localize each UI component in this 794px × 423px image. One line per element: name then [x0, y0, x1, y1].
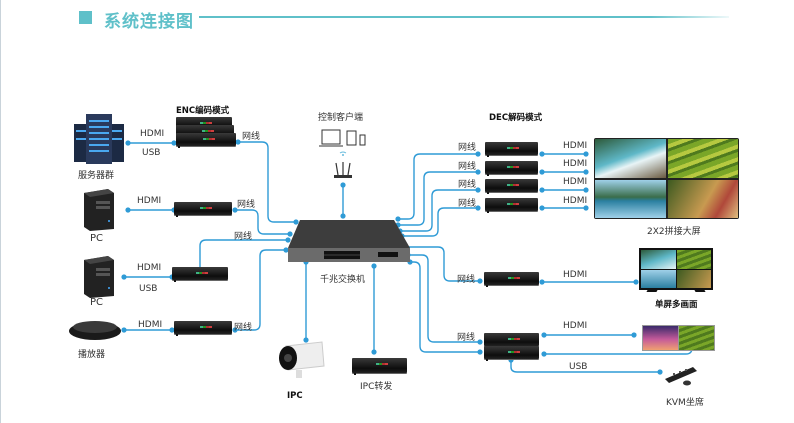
decoder-box: [484, 333, 539, 348]
decoder-box: [485, 198, 538, 213]
wall-panel-lake: [595, 179, 666, 218]
player-net-label: 网线: [234, 323, 253, 333]
wire-dec6: [408, 254, 480, 343]
dec2-hdmi-label: HDMI: [563, 159, 588, 169]
kvm-label: KVM坐席: [666, 398, 704, 408]
ipc-label: IPC: [287, 391, 303, 401]
media-player-icon: [68, 317, 122, 341]
ipc-camera-icon: [276, 340, 326, 384]
ipc-forward-label: IPC转发: [360, 382, 393, 392]
dec-mode-label: DEC解码模式: [489, 113, 543, 123]
player-hdmi-label: HDMI: [138, 320, 163, 330]
page-title: 系统连接图: [104, 12, 194, 32]
encoder-box: [174, 202, 232, 217]
decoder-box: [485, 179, 538, 194]
pc1-label: PC: [90, 233, 104, 244]
header-divider: [199, 16, 729, 18]
client-devices-icon: [318, 127, 374, 149]
wall-panel-cottage: [667, 179, 738, 218]
wire-dec7: [410, 261, 480, 353]
single-screen-tv: [639, 248, 713, 294]
wall-panel-waterfall: [595, 139, 666, 178]
enc-mode-label: ENC编码模式: [176, 106, 230, 116]
pc2-net-label: 网线: [234, 232, 253, 242]
decoder-box: [485, 161, 538, 176]
kvm-usb-label: USB: [569, 362, 588, 372]
gigabit-switch-icon: [286, 218, 412, 268]
encoder-box: [176, 133, 236, 148]
page-edge: [0, 0, 1, 423]
decoder-box: [485, 142, 538, 157]
server-cluster-icon: [72, 110, 126, 165]
keyboard-mouse-icon: [663, 365, 699, 387]
pc2-label: PC: [90, 297, 104, 308]
header-marker: [79, 11, 92, 24]
dec4-hdmi-label: HDMI: [563, 196, 588, 206]
dual-monitor-icon: [642, 325, 715, 355]
pc-tower-icon: [80, 254, 118, 298]
server-hdmi-label: HDMI: [140, 129, 165, 139]
wire-dec1: [398, 153, 478, 220]
wall-label: 2X2拼接大屏: [647, 227, 701, 237]
wire-dec2: [398, 171, 478, 226]
dec3-net-label: 网线: [458, 180, 477, 190]
video-wall-2x2: [594, 138, 739, 219]
wire-pc2-switch: [199, 239, 288, 270]
dec2-net-label: 网线: [458, 162, 477, 172]
wire-dec4: [402, 207, 478, 237]
enc-net-label: 网线: [242, 132, 261, 142]
encoder-box: [172, 267, 228, 282]
pc-tower-icon: [80, 187, 118, 231]
wire-dec3: [400, 189, 478, 232]
encoder-box: [174, 321, 232, 336]
decoder-box: [484, 346, 539, 361]
pc2-hdmi-label: HDMI: [137, 263, 162, 273]
dec6-net-label: 网线: [457, 333, 476, 343]
decoder-box: [484, 272, 539, 287]
switch-label: 千兆交换机: [320, 275, 366, 285]
pc2-usb-label: USB: [139, 284, 158, 294]
dec5-hdmi-label: HDMI: [563, 270, 588, 280]
wall-panel-terraces: [667, 139, 738, 178]
ipc-forward-box: [352, 358, 407, 375]
router-icon: [333, 151, 353, 181]
player-label: 播放器: [78, 350, 106, 360]
wire-player-switch: [235, 249, 286, 331]
wire-pc1-switch: [235, 209, 290, 235]
server-label: 服务器群: [78, 171, 115, 181]
pc1-hdmi-label: HDMI: [137, 196, 162, 206]
server-usb-label: USB: [142, 148, 161, 158]
wire-enc-switch: [238, 141, 296, 223]
dec1-net-label: 网线: [458, 143, 477, 153]
dec3-hdmi-label: HDMI: [563, 177, 588, 187]
dec5-net-label: 网线: [457, 275, 476, 285]
pc1-net-label: 网线: [237, 200, 256, 210]
dec4-net-label: 网线: [458, 199, 477, 209]
wire-dec5: [406, 246, 480, 282]
dec1-hdmi-label: HDMI: [563, 141, 588, 151]
single-screen-label: 单屏多画面: [655, 300, 698, 310]
client-label: 控制客户端: [318, 113, 364, 123]
kvm-hdmi-label: HDMI: [563, 321, 588, 331]
